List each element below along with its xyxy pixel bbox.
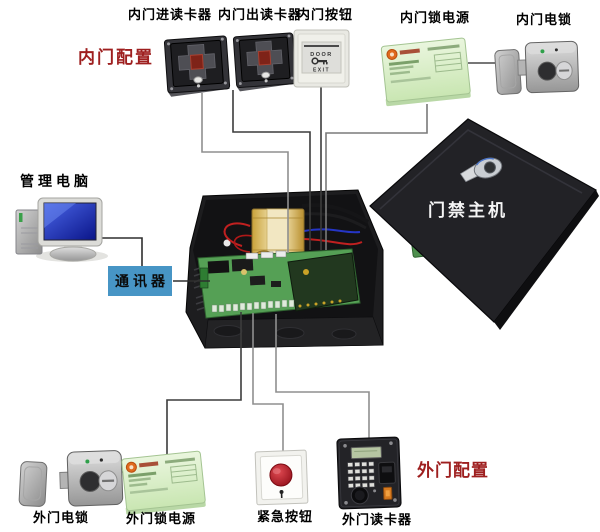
reader-keypad xyxy=(347,461,375,488)
wire-outer-lock-power xyxy=(166,312,242,455)
emergency-button-device xyxy=(254,449,309,506)
lock-keyhole xyxy=(537,61,557,81)
outer-lock-device xyxy=(18,450,124,507)
label-inner-entry-reader: 内门进读卡器 xyxy=(128,7,213,22)
wire-inner-lock-power xyxy=(325,104,428,250)
reader-lcd xyxy=(350,446,382,460)
reader-button xyxy=(193,76,203,84)
wire-outer-reader xyxy=(275,314,370,440)
management-pc-device xyxy=(15,197,108,262)
inner-exit-button-device: DOOR EXIT xyxy=(293,29,350,88)
lid-lock-cylinder xyxy=(459,157,503,183)
sub-module-board xyxy=(287,252,359,312)
controller-lid xyxy=(369,118,599,330)
reader-led-window xyxy=(257,50,272,66)
label-inner-lock-power: 内门锁电源 xyxy=(400,10,471,25)
key-icon xyxy=(311,57,328,65)
lock-led xyxy=(85,459,90,464)
inner-entry-reader-device xyxy=(163,35,231,97)
outer-lock-power-device xyxy=(121,450,206,515)
pc-stand xyxy=(49,246,97,262)
reader-card-slot xyxy=(378,461,396,485)
label-communicator: 通讯器 xyxy=(115,273,169,289)
wire-inner-exit-reader xyxy=(232,90,311,250)
inner-lock-device xyxy=(494,40,580,95)
label-main-unit: 门禁主机 xyxy=(428,201,508,220)
module-pins xyxy=(298,299,342,308)
knockout-hole xyxy=(213,325,243,337)
exit-button-exit-text: EXIT xyxy=(313,68,330,74)
label-outer-lock-power: 外门锁电源 xyxy=(126,511,197,526)
inner-lock-power-device xyxy=(380,37,471,107)
keyhole-icon xyxy=(279,489,284,499)
lock-led xyxy=(540,49,545,54)
label-outer-reader: 外门读卡器 xyxy=(342,512,413,527)
wires xyxy=(96,62,497,473)
communicator-box: 通讯器 xyxy=(108,266,172,296)
exit-button-door-text: DOOR xyxy=(310,52,333,58)
knockout-hole xyxy=(275,327,305,339)
emergency-red-button xyxy=(269,463,293,487)
mount-hole-dot xyxy=(223,239,231,247)
lock-keyhole xyxy=(79,470,101,492)
label-inner-button: 内门按钮 xyxy=(297,7,354,22)
lid-edge xyxy=(494,190,599,330)
lid-panel xyxy=(369,118,597,323)
label-outer-lock: 外门电锁 xyxy=(33,510,90,525)
label-inner-exit-reader: 内门出读卡器 xyxy=(218,7,303,22)
label-emergency-button: 紧急按钮 xyxy=(257,509,314,524)
main-control-pcb xyxy=(197,248,361,319)
label-outer-config: 外门配置 xyxy=(417,461,489,481)
controller-enclosure xyxy=(185,189,476,349)
label-manage-pc: 管理电脑 xyxy=(20,173,92,189)
lock-strike-plate xyxy=(18,461,48,507)
reader-led-window xyxy=(189,53,204,70)
wire-emergency-button xyxy=(252,313,284,452)
terminal-row xyxy=(211,299,295,313)
reader-button xyxy=(261,71,271,79)
inner-exit-reader-device xyxy=(232,32,297,92)
knockout-hole xyxy=(331,328,357,340)
label-inner-config: 内门配置 xyxy=(78,48,154,68)
wire-pc-to-communicator xyxy=(96,237,143,266)
outer-reader-device xyxy=(336,436,402,510)
label-inner-lock: 内门电锁 xyxy=(516,12,573,27)
wire-inner-entry-reader xyxy=(201,93,289,253)
